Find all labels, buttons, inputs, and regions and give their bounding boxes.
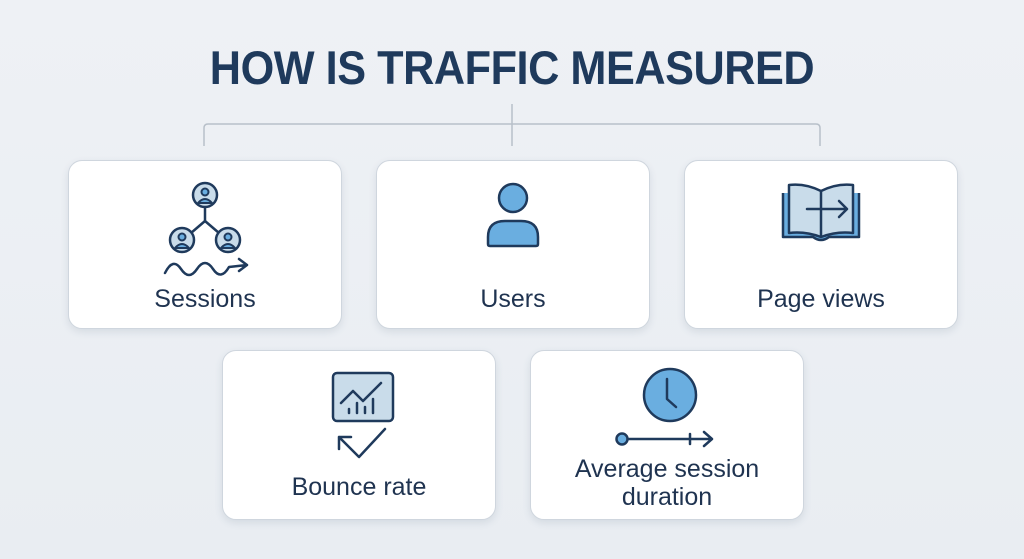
bracket-connector <box>203 104 821 146</box>
metric-card-average-session-duration: Average session duration <box>530 350 804 520</box>
chart-bounce-icon <box>331 371 395 459</box>
metric-card-page-views: Page views <box>684 160 958 329</box>
open-book-arrow-icon <box>781 183 861 242</box>
clock-timeline-icon <box>615 367 714 448</box>
diagram-title: HOW IS TRAFFIC MEASURED <box>209 41 815 94</box>
metric-label: Users <box>480 285 546 313</box>
metric-label-line2: duration <box>621 483 713 511</box>
user-icon <box>486 182 540 248</box>
connected-users-icon <box>163 181 249 277</box>
metric-label-line1: Average session <box>574 455 760 483</box>
metric-label: Page views <box>757 285 885 313</box>
metric-card-users: Users <box>376 160 650 329</box>
metric-label: Bounce rate <box>291 473 427 501</box>
metric-card-sessions: Sessions <box>68 160 342 329</box>
metric-card-bounce-rate: Bounce rate <box>222 350 496 520</box>
metric-label: Sessions <box>154 285 256 313</box>
